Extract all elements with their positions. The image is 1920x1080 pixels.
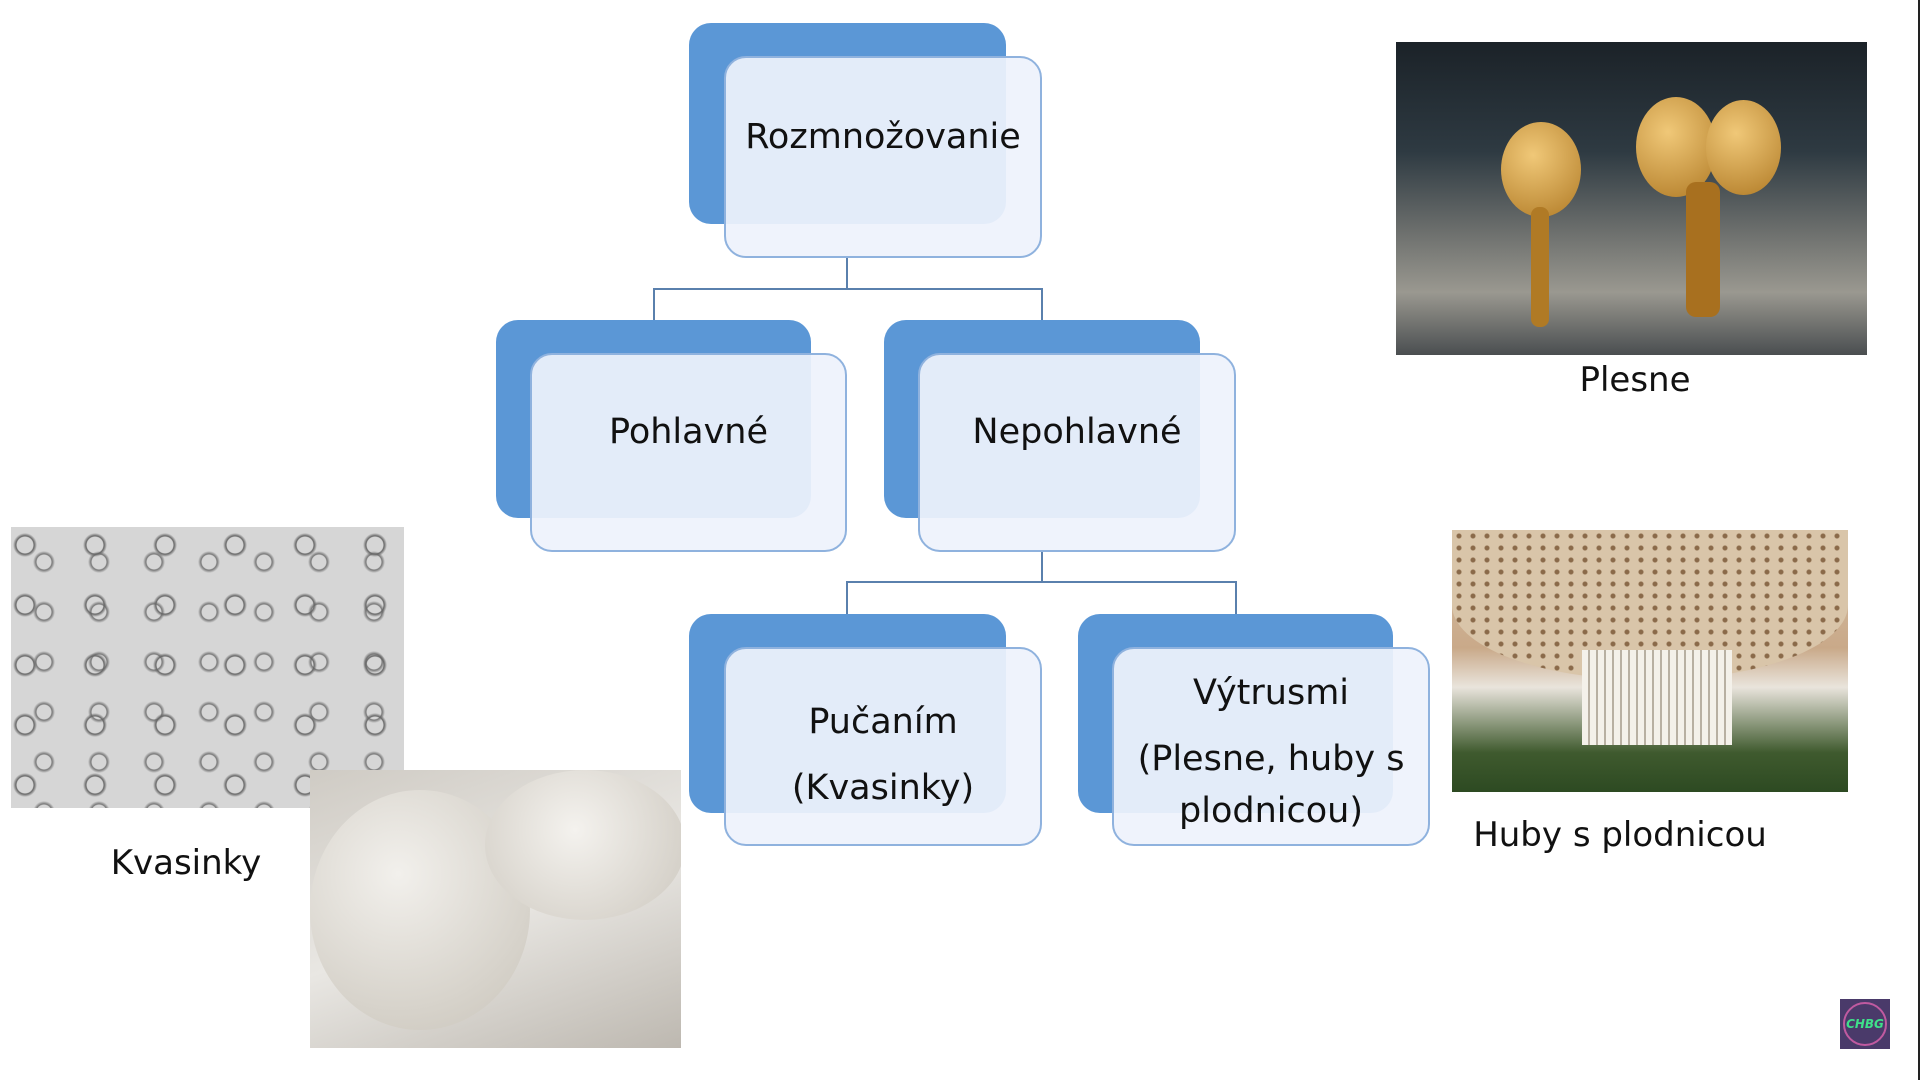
connector xyxy=(653,288,1043,290)
yeasts-caption: Kvasinky xyxy=(110,843,262,883)
connector xyxy=(846,581,1237,583)
mushroom-photo xyxy=(1452,530,1848,792)
node-label: plodnicou) xyxy=(1179,791,1363,831)
connector xyxy=(846,581,848,615)
yeast-microscope-photo xyxy=(11,527,404,808)
node-label: (Kvasinky) xyxy=(791,768,975,808)
node-sexual: Pohlavné xyxy=(530,353,847,552)
node-label: (Plesne, huby s xyxy=(1137,739,1405,779)
chbg-logo: CHBG xyxy=(1840,999,1890,1049)
molds-photo xyxy=(1396,42,1867,355)
connector xyxy=(1041,288,1043,321)
node-budding: Pučaním (Kvasinky) xyxy=(724,647,1042,846)
node-spores: Výtrusmi (Plesne, huby s plodnicou) xyxy=(1112,647,1430,846)
dough-photo xyxy=(310,770,681,1048)
node-root: Rozmnožovanie xyxy=(724,56,1042,258)
molds-caption: Plesne xyxy=(1579,360,1691,400)
node-label: Nepohlavné xyxy=(972,412,1182,453)
connector xyxy=(846,258,848,290)
node-label: Rozmnožovanie xyxy=(745,116,1021,157)
connector xyxy=(653,288,655,321)
mushrooms-caption: Huby s plodnicou xyxy=(1473,815,1767,855)
node-label: Pučaním xyxy=(808,702,958,742)
node-label: Výtrusmi xyxy=(1192,673,1350,713)
right-edge-border xyxy=(1918,0,1920,1080)
node-asexual: Nepohlavné xyxy=(918,353,1236,552)
node-label: Pohlavné xyxy=(608,412,769,453)
connector xyxy=(1041,552,1043,582)
connector xyxy=(1235,581,1237,615)
